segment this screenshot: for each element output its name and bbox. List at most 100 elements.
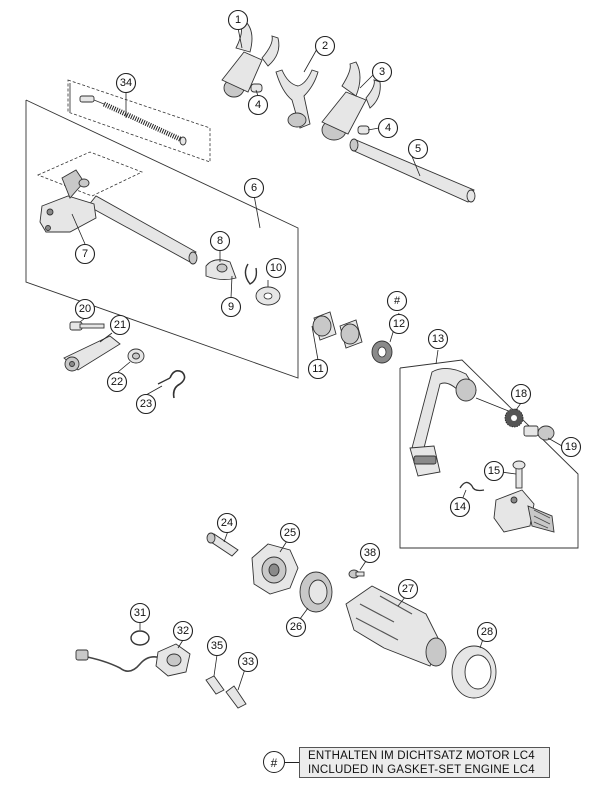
svg-text:14: 14 xyxy=(454,501,466,513)
callout-31: 31 xyxy=(129,602,151,624)
callout-12: 12 xyxy=(388,313,410,335)
lever-21 xyxy=(63,335,121,372)
screw-38 xyxy=(348,569,365,579)
callout-25: 25 xyxy=(279,522,301,544)
callout-23: 23 xyxy=(135,393,157,415)
svg-text:4: 4 xyxy=(255,99,261,111)
fork-guide-pin-right xyxy=(357,125,370,135)
shift-shaft-frame xyxy=(25,99,299,379)
svg-text:19: 19 xyxy=(565,441,577,453)
callout-32: 32 xyxy=(172,620,194,642)
svg-text:5: 5 xyxy=(415,143,421,155)
svg-text:11: 11 xyxy=(312,363,323,375)
callout-1: 1 xyxy=(227,9,249,31)
svg-text:34: 34 xyxy=(120,77,132,89)
screw-35 xyxy=(205,675,225,695)
svg-text:8: 8 xyxy=(217,235,223,247)
callout-4-right: 4 xyxy=(377,117,399,139)
shift-fork-3 xyxy=(321,61,381,141)
shift-star-25 xyxy=(251,543,299,595)
callout-18: 18 xyxy=(510,383,532,405)
svg-text:3: 3 xyxy=(379,66,385,78)
callout-24: 24 xyxy=(216,512,238,534)
callout-10: 10 xyxy=(265,257,287,279)
callout-3: 3 xyxy=(371,61,393,83)
svg-text:23: 23 xyxy=(140,398,152,410)
roller-22 xyxy=(127,348,145,364)
o-ring-31 xyxy=(130,630,150,646)
callout-hash: # xyxy=(386,290,408,312)
callout-34: 34 xyxy=(115,72,137,94)
callout-13: 13 xyxy=(427,328,449,350)
shift-fork-1 xyxy=(221,19,280,98)
svg-text:31: 31 xyxy=(134,607,146,619)
svg-text:22: 22 xyxy=(111,376,123,388)
callout-2: 2 xyxy=(314,35,336,57)
svg-text:12: 12 xyxy=(393,318,405,330)
washer-10 xyxy=(255,286,281,306)
svg-text:2: 2 xyxy=(322,40,328,52)
bolt-24 xyxy=(206,532,239,557)
svg-text:25: 25 xyxy=(284,527,296,539)
legend-text-english: INCLUDED IN GASKET-SET ENGINE LC4 xyxy=(308,763,535,776)
pin-15 xyxy=(512,460,526,489)
callout-11: 11 xyxy=(307,358,329,380)
legend-hash-symbol: # xyxy=(263,751,285,773)
screw-33 xyxy=(225,685,247,709)
spring-assembly xyxy=(79,95,187,146)
callout-38: 38 xyxy=(359,542,381,564)
callout-5: 5 xyxy=(407,138,429,160)
svg-text:33: 33 xyxy=(242,656,254,668)
svg-text:6: 6 xyxy=(251,182,257,194)
svg-text:24: 24 xyxy=(221,517,233,529)
svg-text:21: 21 xyxy=(114,319,126,331)
needle-bearing-left xyxy=(312,311,337,341)
callout-21: 21 xyxy=(109,314,131,336)
shaft-bushing xyxy=(205,259,237,281)
callout-7: 7 xyxy=(74,243,96,265)
shaft-seal xyxy=(371,340,393,364)
torsion-spring-23 xyxy=(157,370,186,399)
retaining-clip xyxy=(244,263,258,285)
shift-lever-plate xyxy=(39,169,97,233)
svg-text:15: 15 xyxy=(488,465,500,477)
callout-20: 20 xyxy=(74,298,96,320)
callout-15: 15 xyxy=(483,460,505,482)
toothed-washer xyxy=(504,408,524,428)
callout-33: 33 xyxy=(237,651,259,673)
svg-text:10: 10 xyxy=(270,262,282,274)
svg-text:9: 9 xyxy=(228,301,234,313)
callout-9: 9 xyxy=(220,296,242,318)
svg-text:28: 28 xyxy=(481,626,493,638)
svg-text:4: 4 xyxy=(385,122,391,134)
needle-bearing-right xyxy=(339,319,363,349)
shift-rail xyxy=(349,138,476,203)
svg-text:38: 38 xyxy=(364,547,376,559)
callout-22: 22 xyxy=(106,371,128,393)
callout-27: 27 xyxy=(397,578,419,600)
legend-box: ENTHALTEN IM DICHTSATZ MOTOR LC4 INCLUDE… xyxy=(299,747,550,778)
callout-14: 14 xyxy=(449,496,471,518)
shift-lever-frame xyxy=(399,359,579,549)
svg-text:#: # xyxy=(394,295,401,307)
svg-text:7: 7 xyxy=(82,248,88,260)
svg-text:20: 20 xyxy=(79,303,91,315)
shift-shaft xyxy=(87,195,198,265)
callout-8: 8 xyxy=(209,230,231,252)
callout-26: 26 xyxy=(285,616,307,638)
callout-28: 28 xyxy=(476,621,498,643)
legend-connector xyxy=(285,762,299,763)
svg-text:27: 27 xyxy=(402,583,414,595)
legend-text-german: ENTHALTEN IM DICHTSATZ MOTOR LC4 xyxy=(308,750,535,762)
bearing-26 xyxy=(299,571,333,613)
lever-detail-dashed-frame xyxy=(36,151,144,197)
gear-position-sensor xyxy=(75,643,191,677)
svg-text:13: 13 xyxy=(432,333,444,345)
shift-drum-27 xyxy=(345,585,447,667)
callout-4-left: 4 xyxy=(247,94,269,116)
shift-fork-2 xyxy=(275,69,319,129)
callout-19: 19 xyxy=(560,436,582,458)
bolt-20 xyxy=(69,321,105,331)
lever-screw-19 xyxy=(523,425,555,441)
